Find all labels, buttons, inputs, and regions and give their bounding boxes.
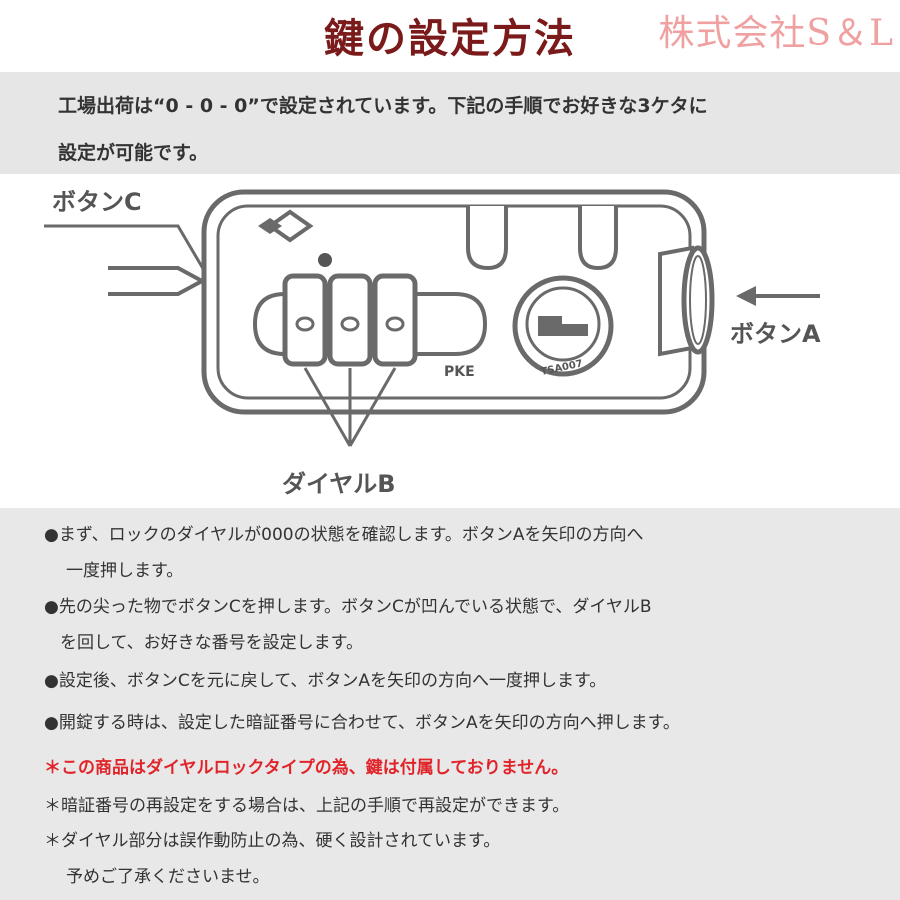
intro-box bbox=[0, 72, 900, 174]
keyhole-icon bbox=[512, 275, 614, 377]
arrow-left-icon bbox=[736, 286, 820, 306]
dial-pointer-lines bbox=[303, 367, 397, 447]
step-4-line: ●開錠する時は、設定した暗証番号に合わせて、ボタンAを矢印の方向へ押します。 bbox=[44, 713, 680, 733]
page-title: 鍵の設定方法 bbox=[324, 16, 576, 62]
lock-diagram: ボタンC bbox=[0, 176, 900, 506]
button-c-pointer-line bbox=[44, 224, 207, 273]
intro-line-1: 工場出荷は“0 - 0 - 0”で設定されています。下記の手順でお好きな3ケタに bbox=[58, 95, 708, 117]
step-1-line-2: 一度押します。 bbox=[66, 561, 184, 581]
step-2-line-1: ●先の尖った物でボタンCを押します。ボタンCが凹んでいる状態で、ダイヤルB bbox=[44, 597, 652, 617]
step-2-line-2: を回して、お好きな番号を設定します。 bbox=[60, 633, 363, 653]
label-button-c: ボタンC bbox=[52, 188, 142, 216]
tsa-diamond-icon bbox=[258, 209, 332, 267]
brand-logo-text: 株式会社S＆L bbox=[658, 13, 894, 54]
label-button-a: ボタンA bbox=[730, 320, 821, 348]
button-a-icon bbox=[658, 245, 715, 357]
instructions-box bbox=[0, 508, 900, 900]
dial-wheel-3 bbox=[372, 273, 418, 367]
note-line-4: 予めご了承くださいませ。 bbox=[66, 867, 270, 887]
pke-text: PKE bbox=[444, 364, 475, 380]
dial-wheel-1 bbox=[282, 273, 328, 367]
pin-tool-icon bbox=[108, 266, 207, 296]
lock-diagram-svg: ボタンC bbox=[44, 188, 821, 498]
intro-line-2: 設定が可能です。 bbox=[58, 142, 209, 164]
dial-wheel-2 bbox=[327, 273, 373, 367]
step-3-line: ●設定後、ボタンCを元に戻して、ボタンAを矢印の方向へ一度押します。 bbox=[44, 671, 607, 691]
step-1-line-1: ●まず、ロックのダイヤルが000の状態を確認します。ボタンAを矢印の方向へ bbox=[44, 525, 644, 545]
note-line-3: ＊ダイヤル部分は誤作動防止の為、硬く設計されています。 bbox=[44, 831, 501, 851]
note-red-line: ＊この商品はダイヤルロックタイプの為、鍵は付属しておりません。 bbox=[44, 758, 569, 778]
label-dial-b: ダイヤルB bbox=[282, 470, 396, 498]
note-line-2: ＊暗証番号の再設定をする場合は、上記の手順で再設定ができます。 bbox=[44, 796, 570, 816]
